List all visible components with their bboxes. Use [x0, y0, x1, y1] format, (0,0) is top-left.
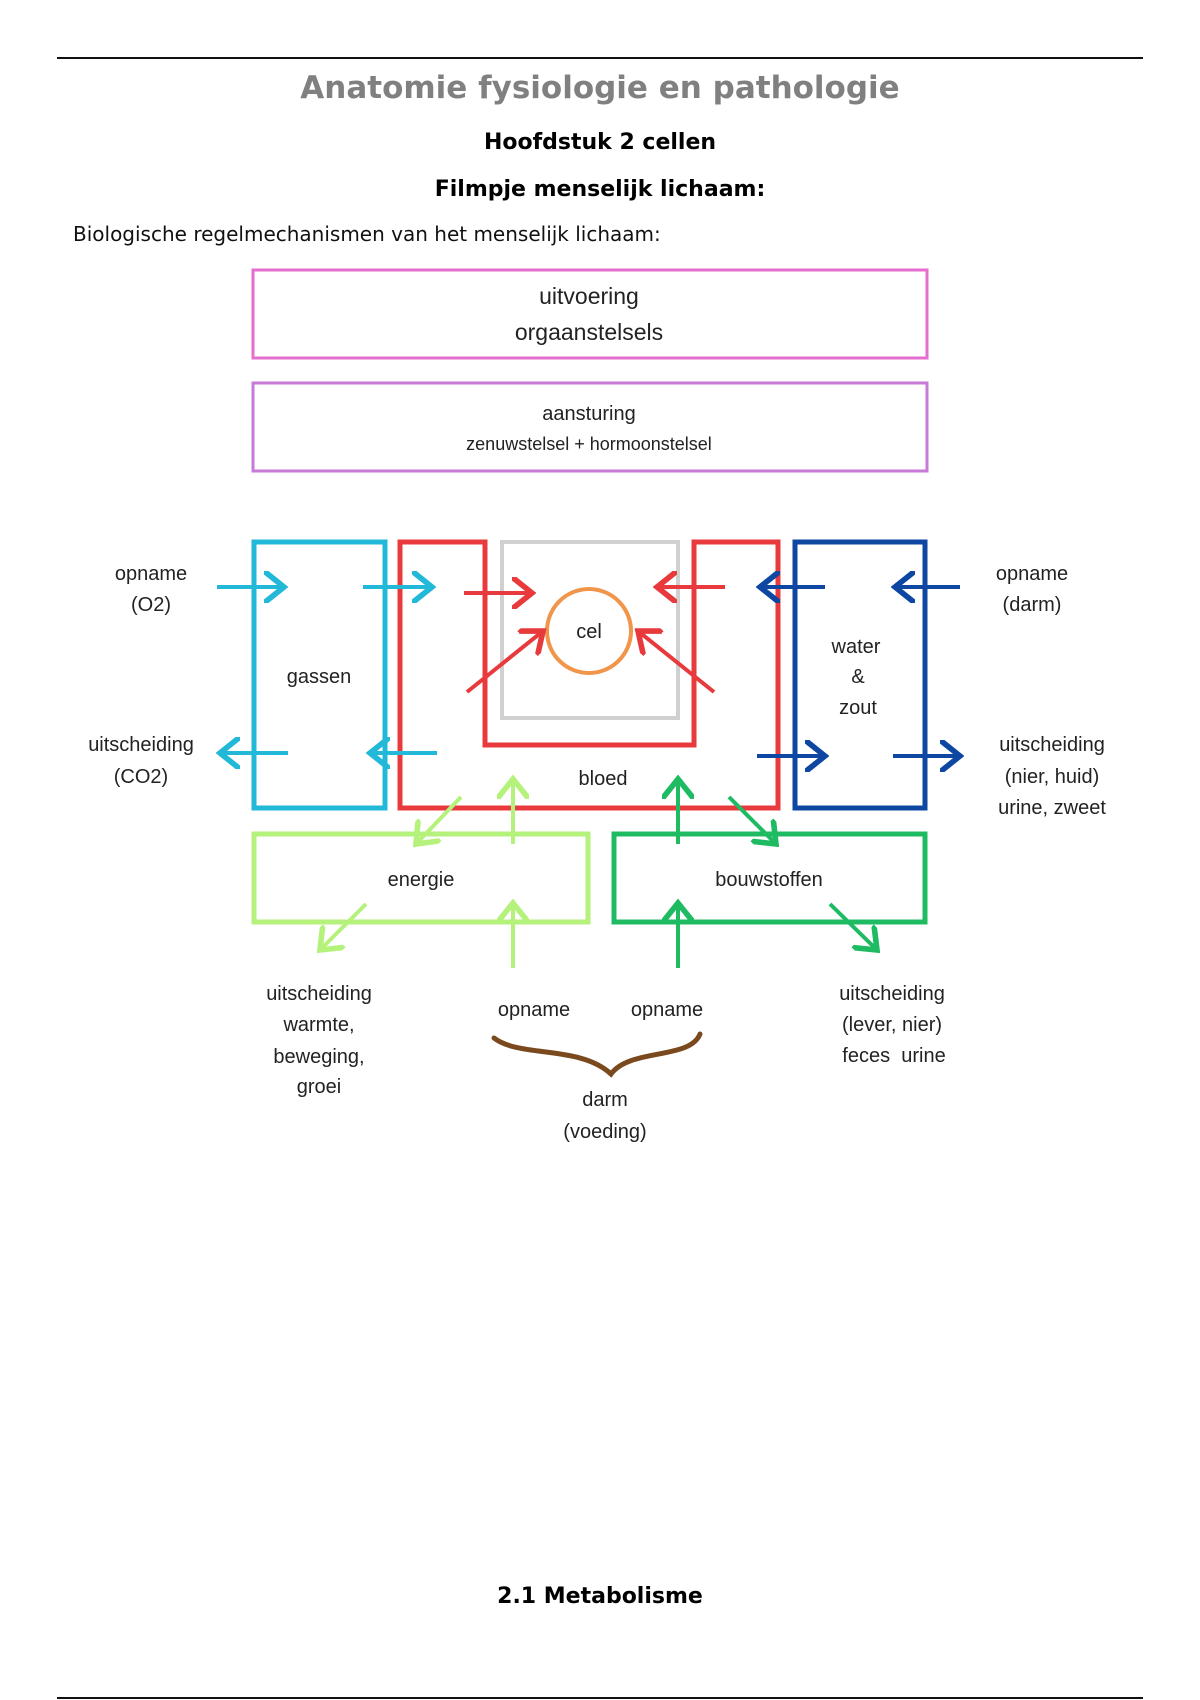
uitscheiding-nier-sub2: urine, zweet [998, 797, 1106, 819]
zout-label: zout [839, 697, 877, 719]
uitscheiding-lever-sub2: feces urine [842, 1045, 945, 1067]
bloed-box [397, 539, 781, 811]
chapter-heading: Hoofdstuk 2 cellen [483, 130, 717, 155]
opname-darm-sub: (darm) [1003, 594, 1062, 616]
bottom-rule [57, 1697, 1143, 1699]
opname-left-label: opname [498, 999, 570, 1021]
opname-darm-label: opname [996, 563, 1068, 585]
brace [491, 1031, 703, 1078]
aansturing-sub: zenuwstelsel + hormoonstelsel [466, 434, 712, 454]
sub-heading: Filmpje menselijk lichaam: [434, 177, 766, 202]
energie-label: energie [388, 869, 455, 891]
arrow-energie-1 [416, 795, 463, 844]
uitvoering-label: uitvoering [539, 283, 639, 309]
bouwstoffen-label: bouwstoffen [715, 869, 823, 891]
uitscheiding-nier-sub: (nier, huid) [1005, 766, 1100, 788]
water-label: water [831, 636, 881, 658]
cel-label: cel [576, 621, 602, 643]
uitscheiding-warmte-sub3: groei [297, 1076, 341, 1098]
aansturing-label: aansturing [542, 403, 635, 425]
aansturing-box [251, 381, 929, 473]
uitvoering-box [251, 268, 929, 360]
uitscheiding-nier-label: uitscheiding [999, 734, 1105, 756]
gassen-box [251, 539, 388, 811]
uitvoering-sub: orgaanstelsels [515, 319, 663, 345]
intro-text: Biologische regelmechanismen van het men… [73, 222, 661, 246]
cel-circle [545, 587, 633, 675]
uitscheiding-co2-sub: (CO2) [114, 766, 168, 788]
arrow-red-3 [465, 631, 543, 694]
document-title: Anatomie fysiologie en pathologie [300, 70, 900, 106]
section-heading: 2.1 Metabolisme [497, 1584, 703, 1609]
uitscheiding-lever-label: uitscheiding [839, 983, 945, 1005]
arrow-red-4 [638, 631, 716, 694]
arrow-bouw-2 [727, 795, 776, 844]
arrow-bouw-4 [828, 902, 877, 950]
uitscheiding-warmte-sub2: beweging, [273, 1046, 364, 1068]
bloed-label: bloed [579, 768, 628, 790]
arrow-energie-3 [320, 902, 368, 950]
cell-area-box [500, 540, 680, 720]
voeding-label: (voeding) [563, 1121, 646, 1143]
opname-o2-sub: (O2) [131, 594, 171, 616]
opname-right-label: opname [631, 999, 703, 1021]
gassen-label: gassen [287, 666, 352, 688]
uitscheiding-warmte-label: uitscheiding [266, 983, 372, 1005]
water-box [792, 539, 928, 811]
top-rule [57, 57, 1143, 59]
uitscheiding-co2-label: uitscheiding [88, 734, 194, 756]
uitscheiding-warmte-sub1: warmte, [282, 1014, 354, 1036]
darm-label: darm [582, 1089, 628, 1111]
uitscheiding-lever-sub1: (lever, nier) [842, 1014, 942, 1036]
opname-o2-label: opname [115, 563, 187, 585]
ampersand-label: & [851, 666, 865, 688]
